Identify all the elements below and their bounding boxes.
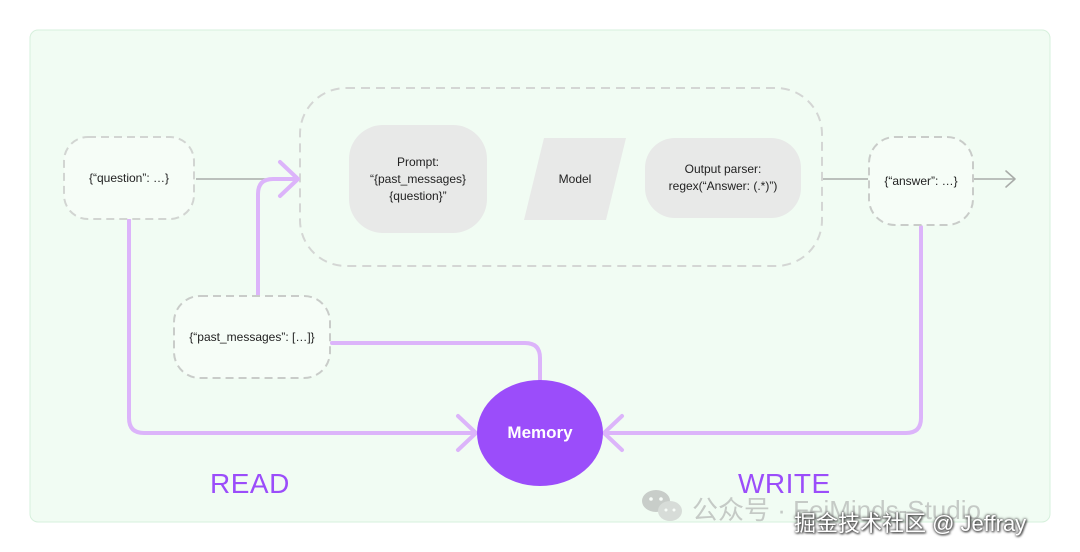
watermark-line2: 掘金技术社区 @ Jeffray xyxy=(794,511,1027,536)
read-arrowhead-memory xyxy=(456,414,478,452)
memory-to-past-messages-path xyxy=(330,341,542,382)
watermark-line1: 公众号 · FeiMinds-Studio xyxy=(692,495,981,525)
write-arrowhead-memory xyxy=(602,414,624,452)
chain-container xyxy=(299,87,823,267)
memory-node xyxy=(477,380,603,486)
output-parser-node-box xyxy=(645,138,801,218)
prompt-node-label: Prompt: “{past_messages} {question}” xyxy=(369,154,467,203)
question-node-box xyxy=(63,136,195,220)
question-node-label: {“question”: …} xyxy=(88,170,170,185)
past-messages-arrowhead xyxy=(278,160,300,198)
model-node-label: Model xyxy=(558,171,592,186)
output-parser-node-label: Output parser: regex(“Answer: (.*)”) xyxy=(668,162,778,193)
prompt-node-box xyxy=(349,125,487,233)
write-path-answer-to-memory xyxy=(604,225,923,435)
past-messages-node-label: {“past_messages”: […]} xyxy=(189,329,315,344)
read-path-question-to-memory xyxy=(127,218,476,435)
write-label: WRITE xyxy=(738,468,831,499)
past-messages-node-box xyxy=(173,295,331,379)
answer-output-arrowhead xyxy=(1005,170,1016,188)
answer-node-box xyxy=(868,136,974,226)
read-label: READ xyxy=(210,468,290,499)
model-node-box xyxy=(524,138,626,220)
answer-node-label: {“answer”: …} xyxy=(884,173,958,188)
past-messages-to-chain-path xyxy=(256,177,298,298)
wechat-icon xyxy=(642,490,682,521)
memory-node-label: Memory xyxy=(507,423,573,442)
